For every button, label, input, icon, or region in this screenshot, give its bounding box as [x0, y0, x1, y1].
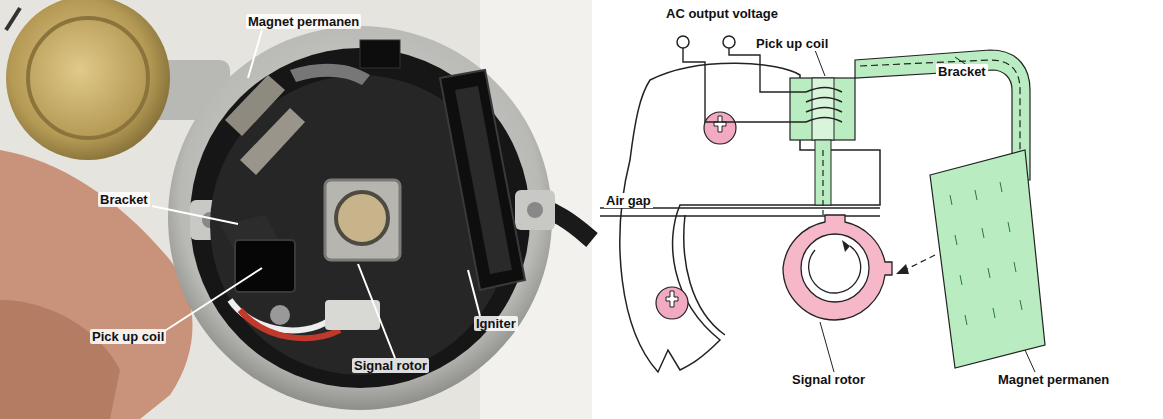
magnet-hatch — [950, 182, 1022, 325]
hand-shadow — [0, 300, 120, 419]
leader-line — [1025, 350, 1035, 372]
diagram-label: AC output voltage — [664, 6, 780, 21]
housing-inside — [190, 48, 530, 388]
igniter-block — [440, 70, 525, 290]
coil-wire — [729, 48, 806, 92]
diagram-label: Bracket — [936, 64, 988, 79]
screw — [527, 202, 543, 218]
part-label: Signal rotor — [352, 358, 429, 373]
leader-line — [358, 264, 395, 358]
vacuum-nipple — [6, 8, 20, 30]
igniter-face — [455, 86, 512, 274]
leader-line — [248, 30, 262, 78]
plug — [360, 40, 400, 68]
hand — [0, 150, 193, 419]
diagram-label: Magnet permanen — [996, 372, 1111, 387]
signal-rotor-photo — [325, 180, 400, 260]
bracket-strip — [290, 64, 370, 85]
coil-winding — [806, 88, 842, 123]
part-label: Igniter — [474, 316, 518, 331]
rotation-arrow — [809, 246, 861, 293]
flux-path — [822, 150, 823, 215]
screw — [270, 305, 290, 325]
vacuum-unit — [6, 0, 170, 160]
vacuum-ring — [28, 18, 148, 138]
diagram-label: Air gap — [604, 193, 653, 208]
pick-up-coil-photo — [235, 240, 295, 292]
flux-path — [905, 255, 935, 270]
part-label: Magnet permanen — [246, 14, 361, 29]
terminal — [325, 300, 380, 330]
leader-line — [152, 206, 238, 224]
diagram-label: Signal rotor — [790, 372, 867, 387]
signal-rotor-shape — [783, 215, 892, 320]
rotation-arrowhead — [842, 240, 850, 252]
part-label: Pick up coil — [90, 329, 166, 344]
part-label: Bracket — [98, 192, 150, 207]
diagram-label: Pick up coil — [754, 36, 830, 51]
magnet-permanen-shape — [930, 150, 1045, 368]
leader-line — [468, 270, 480, 316]
output-terminal — [723, 36, 735, 48]
rotor-shaft — [336, 192, 388, 244]
plate-edge — [684, 215, 725, 335]
leader-line — [160, 268, 262, 334]
rotor-bore — [801, 234, 869, 302]
leader-line — [820, 322, 834, 372]
distributor-housing — [168, 26, 552, 410]
flux-arrowhead — [896, 264, 909, 274]
leader-line — [815, 50, 825, 76]
coil-wire — [683, 48, 806, 122]
clamp-lug — [515, 190, 555, 230]
pick-up-coil-shape — [790, 78, 855, 140]
output-terminal — [677, 36, 689, 48]
magnet-piece — [240, 108, 305, 175]
